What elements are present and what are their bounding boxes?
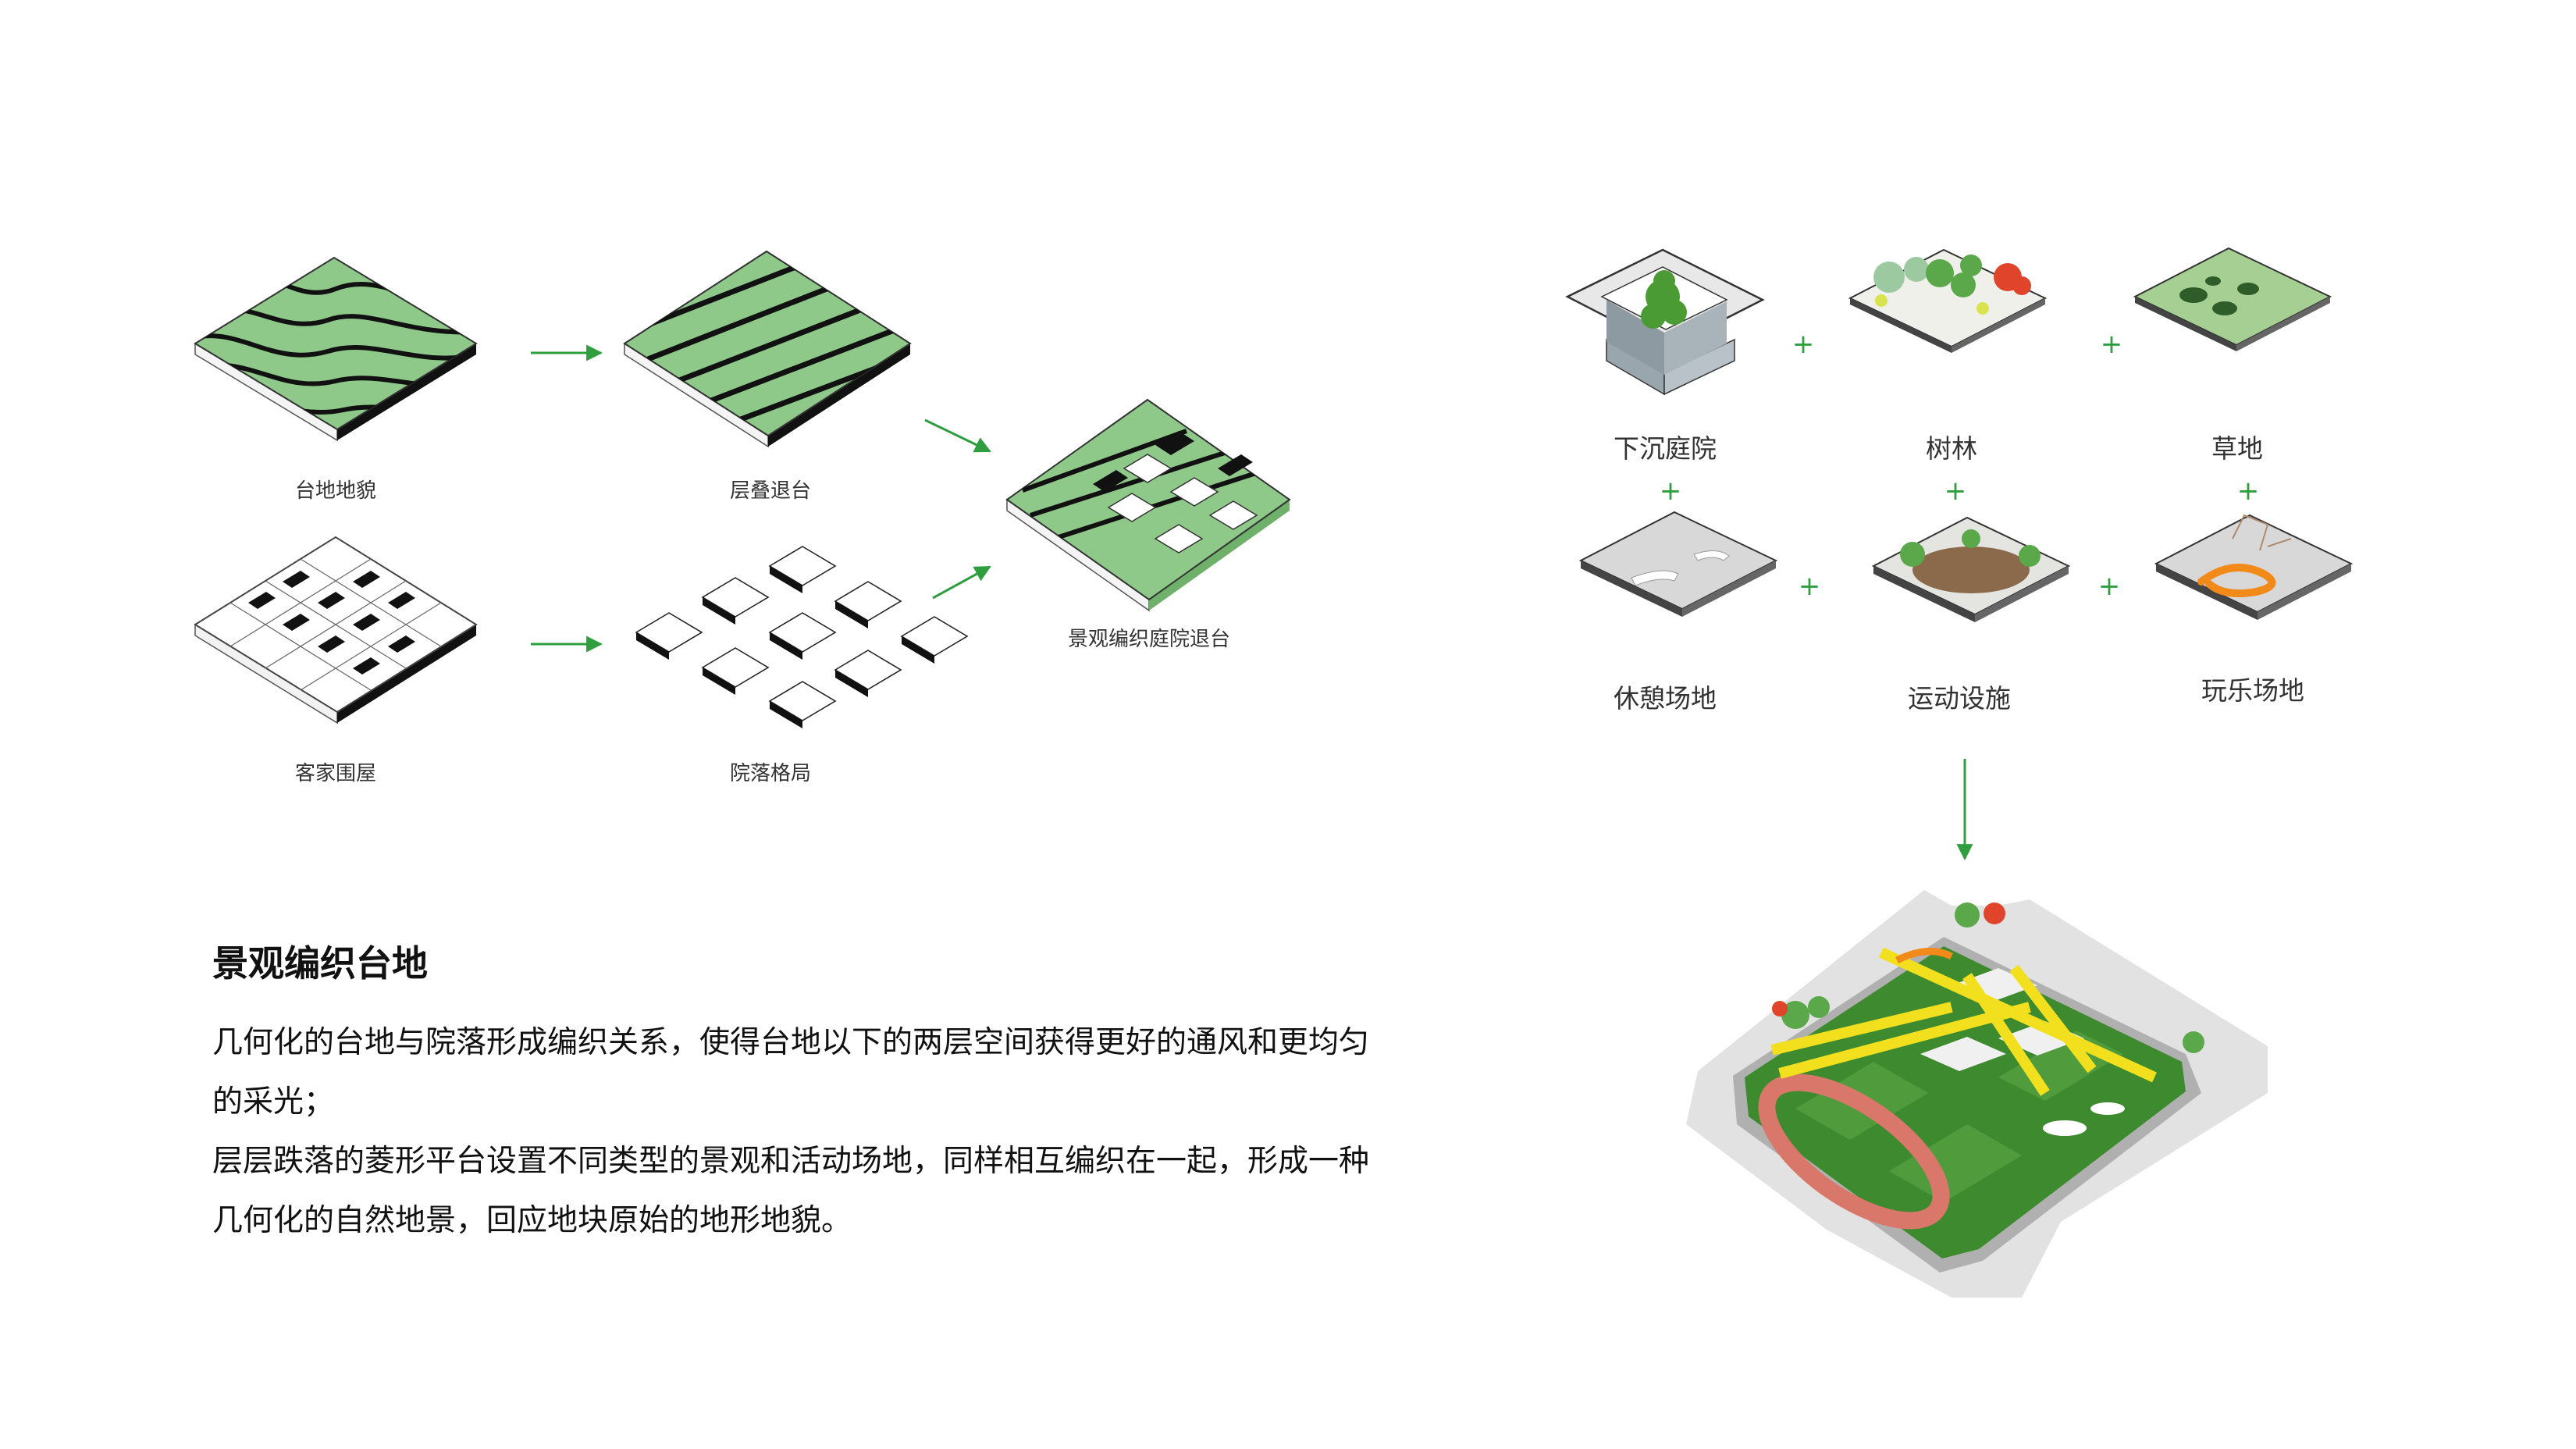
label-terrace-terrain: 台地地貌 <box>294 479 377 503</box>
hakka-house-diagram <box>194 536 478 724</box>
label-stacked-terrace: 层叠退台 <box>729 479 812 503</box>
plus-sign: + <box>1660 475 1682 507</box>
lawn-icon <box>2133 247 2332 351</box>
play-area-icon <box>2154 514 2354 620</box>
section-body: 几何化的台地与院落形成编织关系，使得台地以下的两层空间获得更好的通风和更均匀的采… <box>212 1013 1383 1251</box>
label-hakka-house: 客家围屋 <box>294 762 377 785</box>
left-flow-arrows <box>531 344 991 653</box>
label-woods: 树林 <box>1926 433 1977 464</box>
label-sunken-courtyard: 下沉庭院 <box>1614 433 1717 464</box>
woven-terrace-plan <box>1686 890 2268 1298</box>
label-courtyard-pattern: 院落格局 <box>729 762 812 785</box>
sunken-courtyard-icon <box>1565 248 1765 396</box>
body-paragraph-1: 几何化的台地与院落形成编织关系，使得台地以下的两层空间获得更好的通风和更均匀的采… <box>212 1025 1370 1120</box>
label-woven-terrace: 景观编织庭院退台 <box>1067 628 1231 651</box>
label-sports-facility: 运动设施 <box>1908 683 2011 714</box>
courtyard-pattern-diagram <box>635 546 969 728</box>
woods-icon <box>1848 248 2048 353</box>
terrain-landform-diagram <box>194 256 478 442</box>
plus-sign: + <box>2098 571 2121 602</box>
rest-area-icon <box>1578 511 1778 617</box>
body-paragraph-2: 层层跌落的菱形平台设置不同类型的景观和活动场地，同样相互编织在一起，形成一种几何… <box>212 1144 1370 1238</box>
stacked-terrace-diagram <box>623 250 912 448</box>
label-rest-area: 休憩场地 <box>1614 683 1717 714</box>
sports-facility-icon <box>1871 516 2071 622</box>
plus-signs: + + + + + + + <box>1660 329 2260 602</box>
plus-sign: + <box>1792 329 1815 360</box>
plus-sign: + <box>1944 475 1967 507</box>
plus-sign: + <box>2237 475 2260 507</box>
label-play-area: 玩乐场地 <box>2201 675 2304 706</box>
plus-sign: + <box>2101 329 2123 360</box>
section-title: 景观编织台地 <box>212 942 428 984</box>
label-lawn: 草地 <box>2211 433 2263 464</box>
woven-terrace-diagram <box>1005 398 1291 612</box>
plus-sign: + <box>1799 571 1821 602</box>
